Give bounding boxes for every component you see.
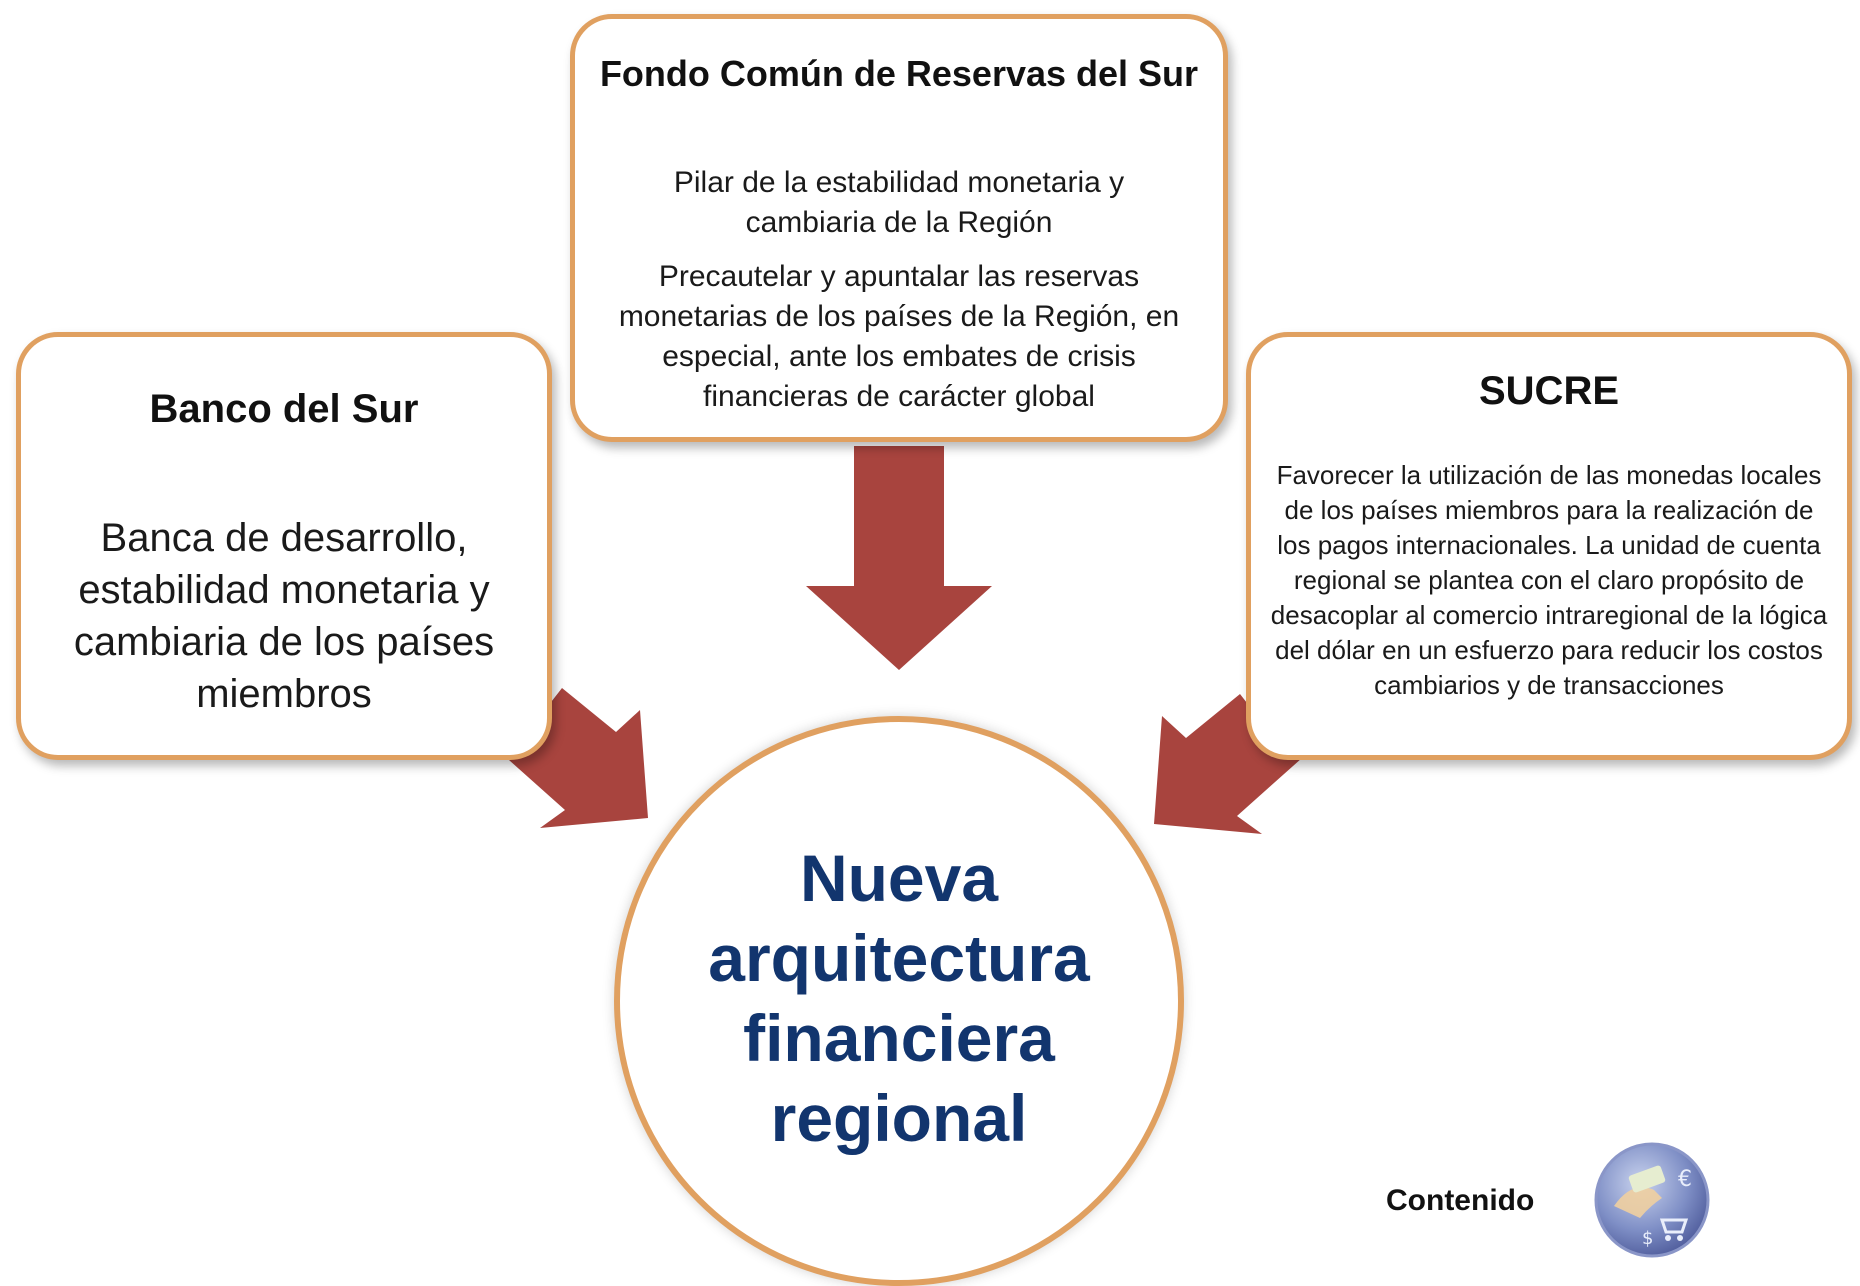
banco-del-sur-title: Banco del Sur <box>149 387 419 431</box>
sucre-title: SUCRE <box>1478 369 1620 413</box>
arrow-down-from-fondo <box>806 446 992 670</box>
center-circle: Nueva arquitectura financiera regional <box>614 716 1184 1286</box>
fondo-comun-title: Fondo Común de Reservas del Sur <box>599 53 1199 94</box>
sucre-box: SUCRE Favorecer la utilización de las mo… <box>1246 332 1852 760</box>
banco-del-sur-text: Banca de desarrollo, estabilidad monetar… <box>73 516 495 716</box>
sucre-text: Favorecer la utilización de las monedas … <box>1270 460 1828 700</box>
svg-text:€: € <box>1678 1167 1692 1192</box>
fondo-comun-line1: Pilar de la estabilidad monetaria y camb… <box>673 166 1125 239</box>
money-currency-icon[interactable]: € $ <box>1592 1140 1712 1260</box>
fondo-comun-box: Fondo Común de Reservas del Sur Pilar de… <box>570 14 1228 442</box>
center-title: Nueva arquitectura financiera regional <box>708 841 1090 1155</box>
svg-text:$: $ <box>1642 1228 1653 1249</box>
banco-del-sur-box: Banco del Sur Banca de desarrollo, estab… <box>16 332 552 760</box>
contenido-link[interactable]: Contenido <box>1386 1184 1535 1217</box>
fondo-comun-line2: Precautelar y apuntalar las reservas mon… <box>618 260 1180 413</box>
